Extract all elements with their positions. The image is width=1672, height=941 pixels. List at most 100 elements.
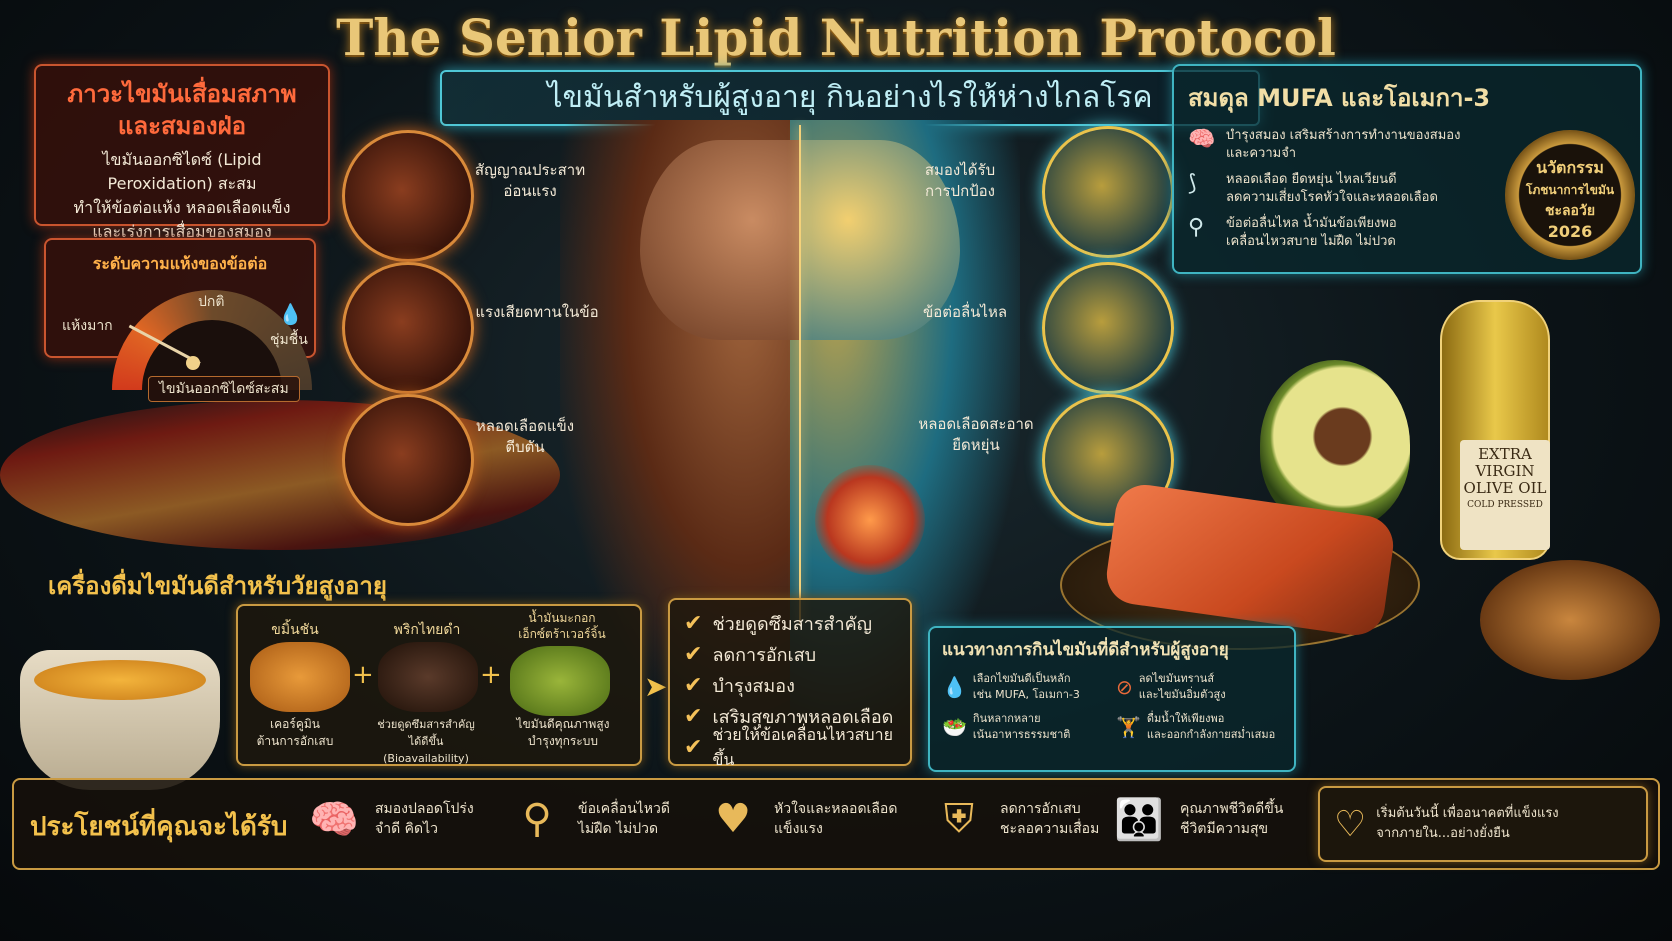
oil-label-line1: EXTRA [1478, 445, 1532, 463]
guide-item-1-line1: เลือกไขมันดีเป็นหลัก [972, 672, 1071, 685]
eating-guide-panel: แนวทางการกินไขมันที่ดีสำหรับผู้สูงอายุ 💧… [928, 626, 1296, 772]
brain-icon: 🧠 [309, 796, 359, 843]
checklist-item-5-text: ช่วยให้ข้อเคลื่อนไหวสบายขึ้น [712, 724, 893, 769]
badge-line2: โภชนาการไขมัน [1525, 183, 1615, 197]
mufa-heading: สมดุล MUFA และโอเมกา-3 [1188, 84, 1491, 112]
heart-icon: ♡ [1334, 803, 1367, 845]
glowing-heart-illustration [815, 465, 925, 575]
benefits-checklist: ✔ช่วยดูดซึมสารสำคัญ ✔ลดการอักเสบ ✔บำรุงส… [668, 598, 912, 769]
ingredient-3-desc-line2: บำรุงทุกระบบ [528, 734, 598, 748]
blood-vessel-icon: ⟆ [1188, 171, 1197, 196]
mufa-item-2: ⟆ หลอดเลือด ยืดหยุ่น ไหลเวียนดีลดความเสี… [1188, 171, 1626, 207]
heart-pulse-icon: ♥ [715, 796, 751, 842]
mufa-item-1-line2: และความจำ [1226, 146, 1297, 161]
left-circle-3-label: หลอดเลือดแข็ง ตีบตัน [470, 416, 580, 458]
ingredient-1-desc: เคอร์คูมิน ต้านการอักเสบ [236, 716, 354, 750]
olive-oil-illustration [510, 646, 610, 716]
ingredient-1-name: ขมิ้นชัน [271, 622, 319, 638]
guide-item-3: 🥗 กินหลากหลายเน้นอาหารธรรมชาติ [942, 711, 1108, 743]
benefit-2-line1: ข้อเคลื่อนไหวดี [578, 801, 670, 817]
cta-line2: จากภายใน...อย่างยั่งยืน [1376, 826, 1510, 841]
degeneration-text-line2: ทำให้ข้อต่อแห้ง หลอดเลือดแข็ง [73, 198, 291, 217]
checklist-item-1: ✔ช่วยดูดซึมสารสำคัญ [684, 608, 896, 639]
oil-drop-icon: 💧 [942, 675, 967, 699]
oil-label-line2: VIRGIN [1475, 462, 1535, 480]
right-circle-2-label: ข้อต่อลื่นไหล [922, 303, 1008, 321]
degeneration-text-line1: ไขมันออกซิไดซ์ (Lipid Peroxidation) สะสม [102, 150, 262, 193]
guide-item-2-line2: และไขมันอิ่มตัวสูง [1138, 688, 1226, 701]
right-circle-1-label: สมองได้รับ การปกป้อง [905, 160, 1015, 202]
check-icon: ✔ [684, 673, 703, 698]
checklist-item-4-text: เสริมสุขภาพหลอดเลือด [712, 707, 894, 728]
ingredient-1-desc-line1: เคอร์คูมิน [270, 717, 320, 731]
ingredient-3-name-line2: เอ็กซ์ตร้าเวอร์จิ้น [518, 627, 606, 641]
innovation-badge: นวัตกรรม โภชนาการไขมัน ชะลอวัย 2026 [1505, 130, 1635, 260]
benefit-4: ⛨ ลดการอักเสบชะลอความเสื่อม [930, 790, 1099, 848]
ingredient-2-desc-line2: ได้ดีขึ้น (Bioavailability) [383, 735, 469, 765]
call-to-action-box: ♡ เริ่มต้นวันนี้ เพื่ออนาคตที่แข็งแรงจาก… [1318, 786, 1648, 862]
degeneration-heading-line1: ภาวะไขมันเสื่อมสภาพ [67, 80, 297, 108]
gauge-label-moist: ชุ่มชื้น [270, 332, 308, 348]
ingredient-3-desc-line1: ไขมันดีคุณภาพสูง [516, 717, 610, 731]
oil-drop-icon: 💧 [278, 302, 303, 326]
shield-icon: ⛨ [944, 796, 974, 842]
aging-head-illustration [640, 140, 800, 340]
benefit-5-line2: ชีวิตมีความสุข [1180, 821, 1269, 837]
left-circle-1-line1: สัญญาณประสาท [474, 161, 586, 179]
ingredient-3-desc: ไขมันดีคุณภาพสูง บำรุงทุกระบบ [496, 716, 630, 750]
guide-item-2-line1: ลดไขมันทรานส์ [1138, 672, 1215, 685]
oil-label-line3: OLIVE OIL [1463, 479, 1547, 497]
no-trans-fat-icon: ⊘ [1116, 675, 1133, 699]
ingredient-2-desc-line1: ช่วยดูดซึมสารสำคัญ [377, 718, 475, 731]
oil-label-line4: COLD PRESSED [1467, 500, 1543, 510]
benefit-3-line1: หัวใจและหลอดเลือด [774, 801, 898, 817]
joint-icon: ⚲ [522, 796, 552, 842]
benefit-5-line1: คุณภาพชีวิตดีขึ้น [1180, 801, 1284, 817]
plus-sign-2: + [480, 660, 502, 690]
ingredient-2-desc: ช่วยดูดซึมสารสำคัญ ได้ดีขึ้น (Bioavailab… [364, 716, 488, 767]
badge-line3: ชะลอวัย [1544, 203, 1596, 219]
benefit-1: 🧠 สมองปลอดโปร่งจำดี คิดไว [305, 790, 474, 848]
mufa-item-1-line1: บำรุงสมอง เสริมสร้างการทำงานของสมอง [1226, 128, 1461, 143]
guide-item-3-line2: เน้นอาหารธรรมชาติ [972, 728, 1071, 741]
left-circle-3-line1: หลอดเลือดแข็ง [475, 417, 575, 435]
check-icon: ✔ [684, 642, 703, 667]
left-circle-1-line2: อ่อนแรง [503, 182, 557, 200]
olive-oil-label: EXTRA VIRGIN OLIVE OIL COLD PRESSED [1460, 440, 1550, 550]
cta-line1: เริ่มต้นวันนี้ เพื่ออนาคตที่แข็งแรง [1376, 806, 1559, 821]
joint-damage-circle [342, 262, 474, 394]
benefit-1-line1: สมองปลอดโปร่ง [375, 801, 474, 817]
turmeric-drink-fill [34, 660, 206, 700]
guide-item-4: 🏋 ดื่มน้ำให้เพียงพอและออกกำลังกายสม่ำเสม… [1116, 711, 1282, 743]
guide-heading: แนวทางการกินไขมันที่ดีสำหรับผู้สูงอายุ [942, 640, 1229, 660]
ingredient-3-name-line1: น้ำมันมะกอก [528, 611, 596, 625]
page-subtitle: ไขมันสำหรับผู้สูงอายุ กินอย่างไรให้ห่างไ… [440, 70, 1260, 126]
brain-icon: 🧠 [1188, 127, 1216, 152]
checklist-item-2-text: ลดการอักเสบ [712, 645, 817, 666]
checklist-item-1-text: ช่วยดูดซึมสารสำคัญ [712, 614, 873, 635]
ingredient-2-name: พริกไทยดำ [393, 622, 461, 638]
mufa-item-3: ⚲ ข้อต่อลื่นไหล น้ำมันข้อเพียงพอเคลื่อนไ… [1188, 215, 1626, 251]
dumbbell-icon: 🏋 [1116, 715, 1141, 739]
center-divider [799, 125, 801, 625]
walnuts-illustration [1480, 560, 1660, 680]
healthy-joint-circle [1042, 262, 1174, 394]
guide-item-4-line2: และออกกำลังกายสม่ำเสมอ [1146, 728, 1276, 741]
degeneration-heading-line2: และสมองฝ่อ [117, 112, 247, 140]
benefit-3: ♥ หัวใจและหลอดเลือดแข็งแรง [704, 790, 897, 848]
mufa-item-3-line2: เคลื่อนไหวสบาย ไม่ฝืด ไม่ปวด [1226, 234, 1396, 249]
avocado-illustration [1260, 360, 1410, 530]
gauge-label-dry: แห้งมาก [62, 318, 113, 334]
check-icon: ✔ [684, 735, 703, 760]
black-pepper-illustration [378, 642, 478, 712]
benefit-4-line2: ชะลอความเสื่อม [1000, 821, 1100, 837]
right-circle-1-line2: การปกป้อง [924, 182, 996, 200]
drink-heading: เครื่องดื่มไขมันดีสำหรับวัยสูงอายุ [48, 572, 387, 600]
mufa-item-2-line1: หลอดเลือด ยืดหยุ่น ไหลเวียนดี [1226, 172, 1397, 187]
healthy-head-illustration [800, 140, 960, 340]
family-icon: 👪 [1114, 796, 1164, 843]
benefit-1-line2: จำดี คิดไว [375, 821, 438, 837]
gauge-label-normal: ปกติ [198, 294, 225, 310]
mufa-item-1: 🧠 บำรุงสมอง เสริมสร้างการทำงานของสมองและ… [1188, 127, 1626, 163]
page-title: The Senior Lipid Nutrition Protocol [336, 8, 1336, 67]
